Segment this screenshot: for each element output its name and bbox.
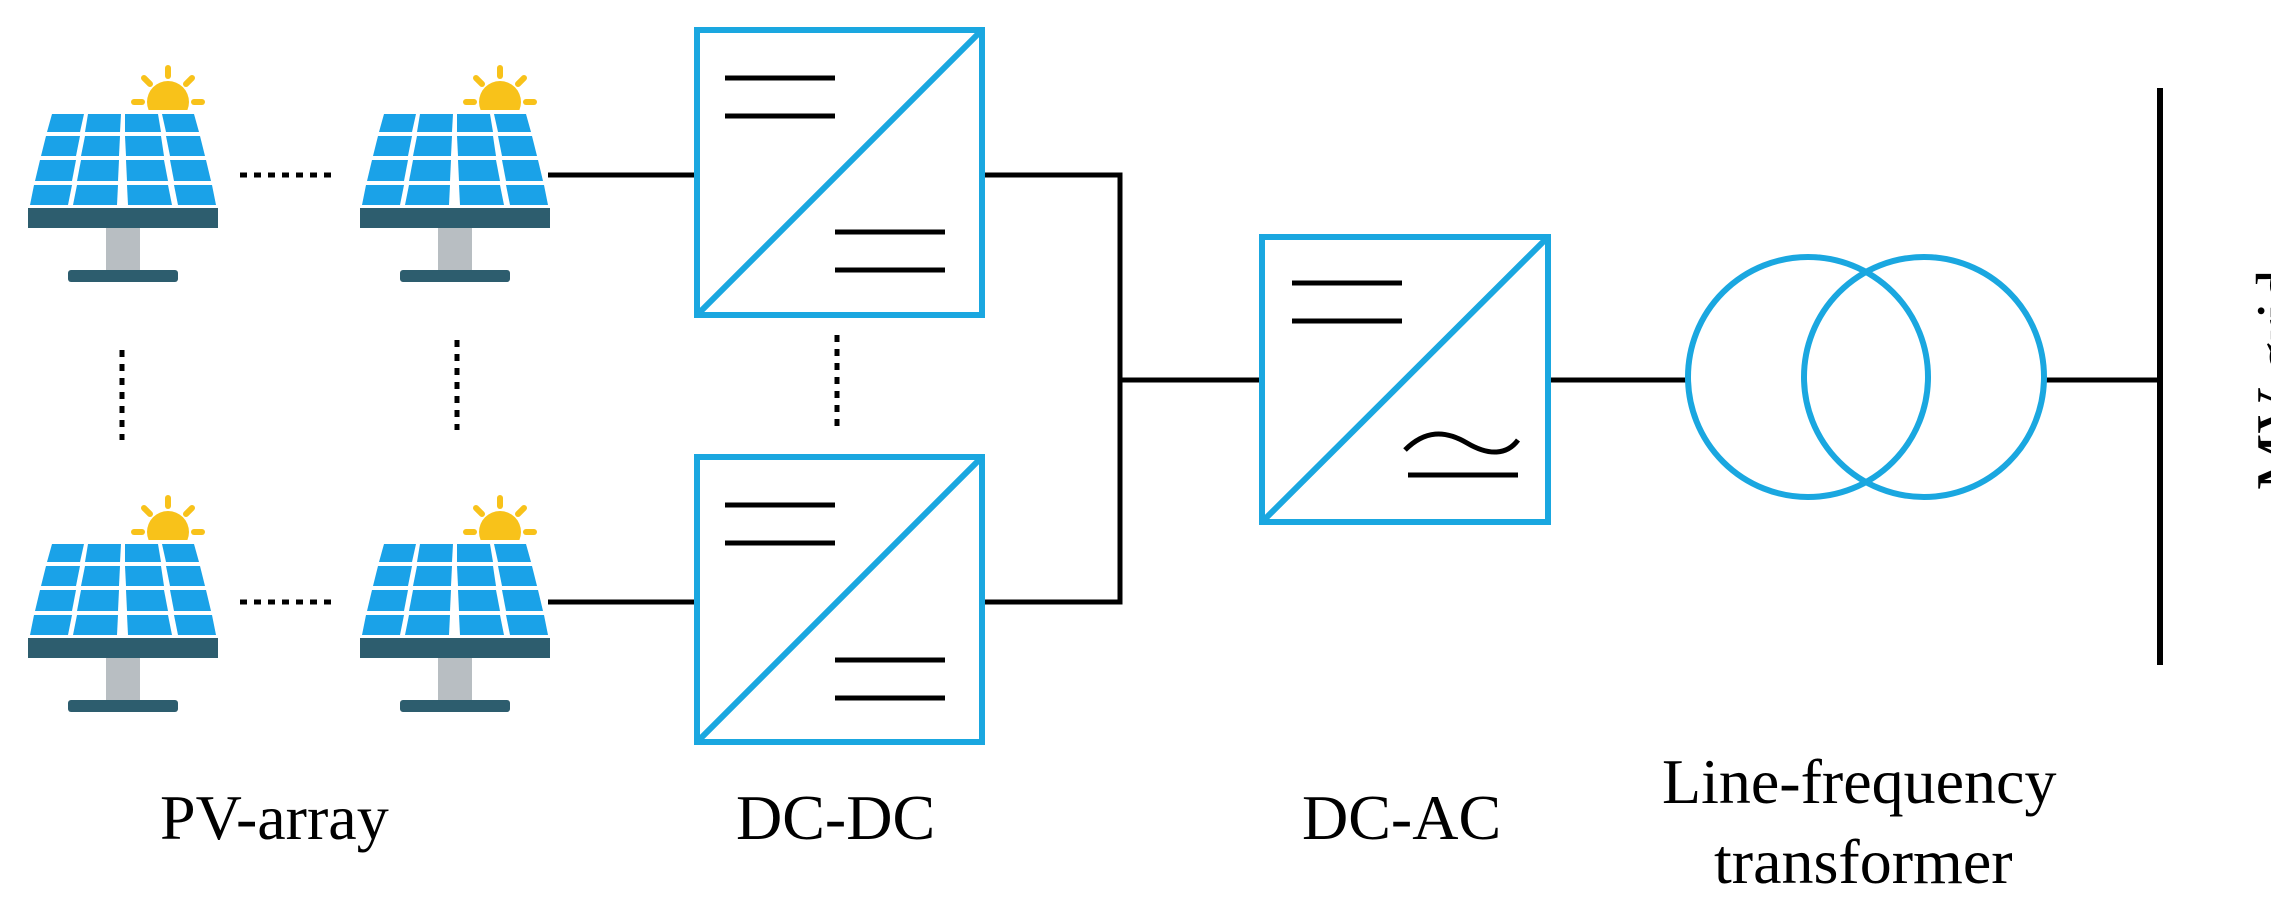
label-dc-ac: DC-AC	[1302, 782, 1502, 853]
label-transformer-line2: transformer	[1714, 826, 2013, 897]
line-frequency-transformer-symbol	[1685, 254, 2047, 500]
label-pv-array: PV-array	[160, 782, 389, 853]
dc-dc-converter-top	[694, 27, 985, 318]
label-mv-grid: MV grid	[2243, 269, 2271, 491]
pv-panel-top-left	[28, 68, 218, 282]
pv-panel-bottom-left	[28, 498, 218, 712]
label-dc-dc: DC-DC	[736, 782, 936, 853]
pv-panel-bottom-right	[360, 498, 550, 712]
dc-dc-converter-bottom	[694, 454, 985, 745]
dc-ac-converter	[1259, 234, 1551, 525]
label-transformer-line1: Line-frequency	[1662, 746, 2057, 817]
pv-panel-top-right	[360, 68, 550, 282]
wire-dcdc-bus	[982, 172, 1123, 605]
